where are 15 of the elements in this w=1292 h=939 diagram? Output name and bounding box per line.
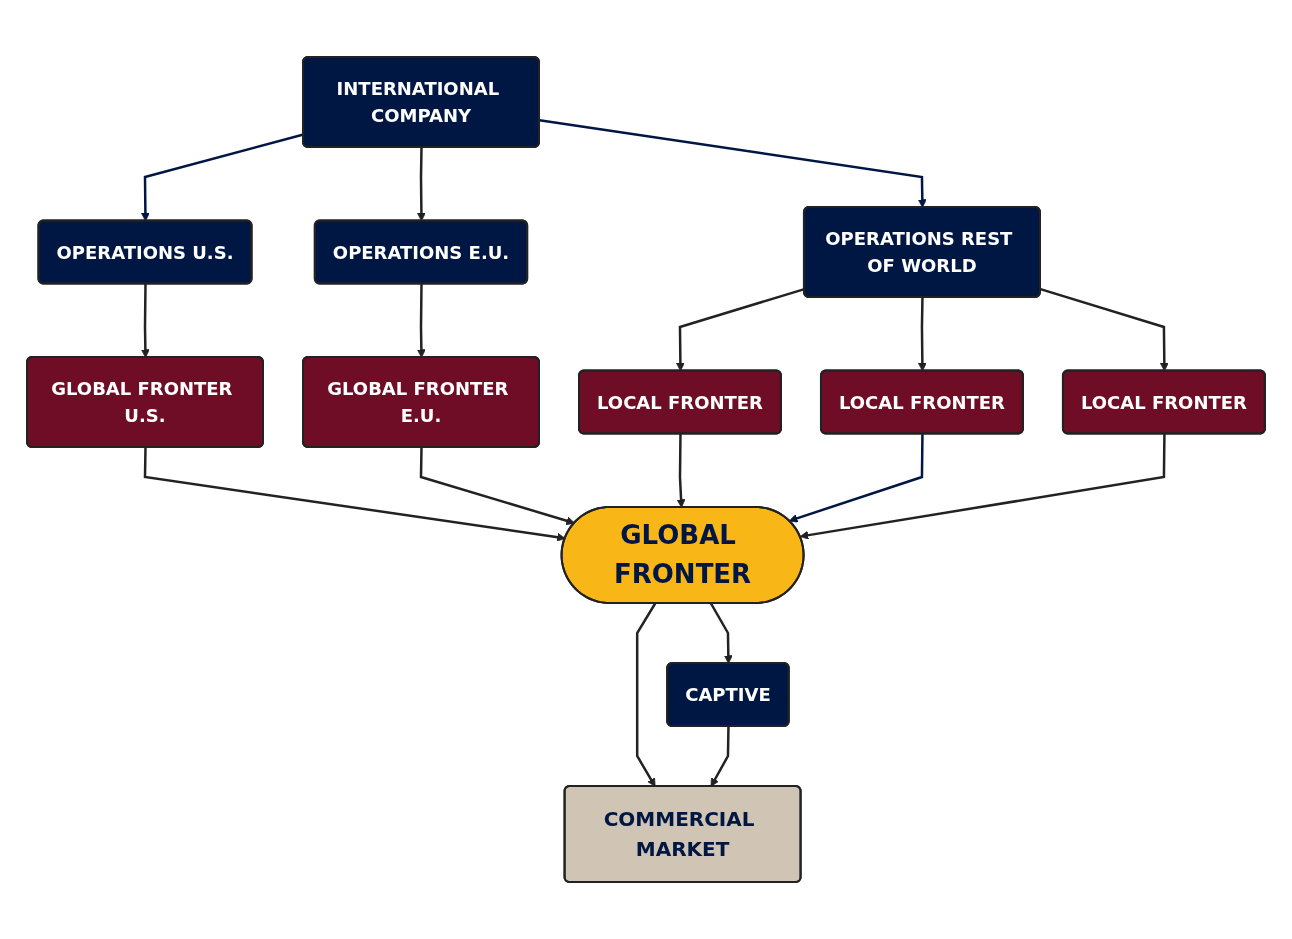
arrow (676, 287, 805, 372)
arrow (539, 118, 927, 208)
arrow (1040, 287, 1169, 372)
arrow (799, 434, 1166, 540)
arrow (417, 284, 426, 358)
arrow (709, 602, 733, 664)
arrow (636, 602, 657, 787)
arrow (141, 133, 304, 222)
arrow (143, 447, 566, 542)
arrow (710, 726, 730, 787)
arrow (417, 147, 426, 222)
arrow (676, 434, 686, 508)
arrow (918, 297, 927, 372)
arrow (788, 434, 924, 523)
arrow (141, 284, 150, 358)
